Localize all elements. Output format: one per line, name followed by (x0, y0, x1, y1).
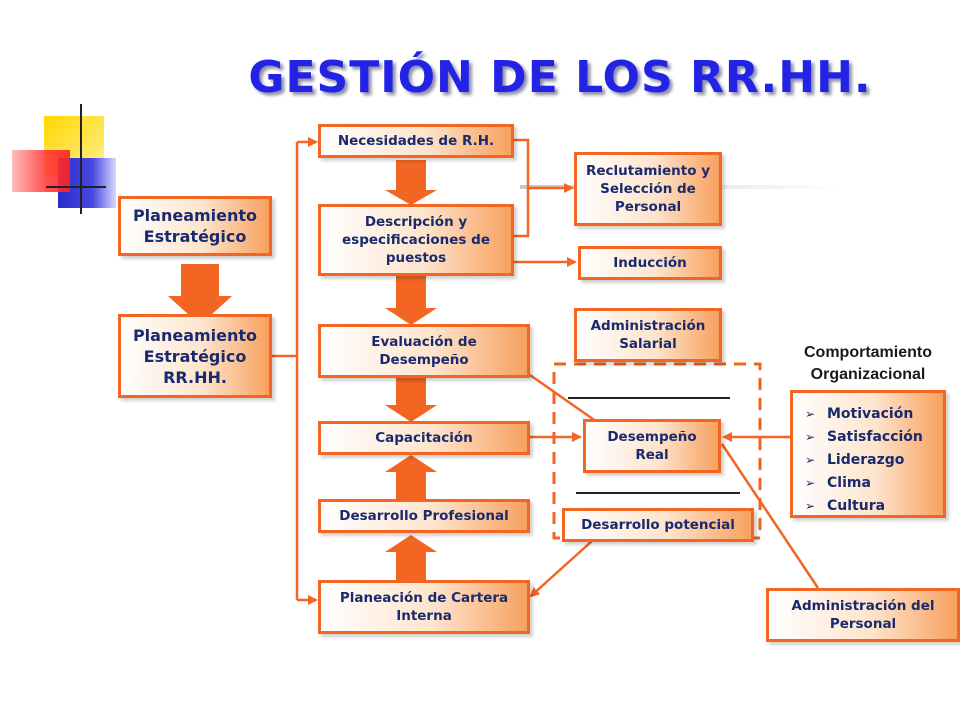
line-evaluation-to-performance (529, 373, 601, 426)
box-performance-evaluation: Evaluación de Desempeño (318, 324, 530, 378)
arrow-needs-to-description (385, 160, 437, 205)
page-title: GESTIÓN DE LOS RR.HH. (248, 52, 872, 103)
box-hr-strategic-planning: Planeamiento Estratégico RR.HH. (118, 314, 272, 398)
arrow-portfolio-to-development (385, 535, 437, 580)
box-induction: Inducción (578, 246, 722, 280)
bracket-to-recruitment (513, 138, 530, 238)
box-hr-needs: Necesidades de R.H. (318, 124, 514, 158)
box-internal-portfolio-planning: Planeación de Cartera Interna (318, 580, 530, 634)
arrow-strategic-down (168, 264, 232, 325)
decor-red-square (12, 150, 70, 192)
line-performance-to-admin (720, 443, 820, 589)
arrow-bullet-icon: ➢ (805, 499, 816, 513)
org-behavior-item: ➢ Clima (805, 472, 935, 495)
arrow-bullet-icon: ➢ (805, 407, 816, 421)
arrow-potential-to-portfolio (529, 540, 593, 598)
decor-vertical-line (80, 104, 82, 214)
org-behavior-item: ➢ Motivación (805, 403, 935, 426)
box-personnel-administration: Administración del Personal (766, 588, 960, 642)
arrow-bullet-icon: ➢ (805, 430, 816, 444)
org-behavior-heading: Comportamiento Organizacional (804, 344, 932, 383)
org-behavior-item-label: Motivación (827, 406, 914, 422)
org-behavior-item: ➢ Satisfacción (805, 426, 935, 449)
org-behavior-item-label: Cultura (827, 498, 886, 514)
arrow-evaluation-to-training (385, 377, 437, 422)
box-strategic-planning: Planeamiento Estratégico (118, 196, 272, 256)
arrow-bullet-icon: ➢ (805, 476, 816, 490)
box-org-behavior-list: ➢ Motivación ➢ Satisfacción ➢ Liderazgo ➢ Clima… (790, 390, 946, 518)
org-behavior-item-label: Clima (827, 475, 871, 491)
arrow-description-to-evaluation (385, 276, 437, 325)
org-behavior-item: ➢ Cultura (805, 495, 935, 518)
org-behavior-item-label: Liderazgo (827, 452, 905, 468)
box-salary-administration: Administración Salarial (574, 308, 722, 362)
box-job-description: Descripción y especificaciones de puesto… (318, 204, 514, 276)
box-recruitment-selection: Reclutamiento y Selección de Personal (574, 152, 722, 226)
decor-horizontal-line (46, 186, 106, 188)
arrow-development-to-training (385, 455, 437, 499)
box-professional-development: Desarrollo Profesional (318, 499, 530, 533)
box-development-potential: Desarrollo potencial (562, 508, 754, 542)
box-real-performance: Desempeño Real (583, 419, 721, 473)
org-behavior-item: ➢ Liderazgo (805, 449, 935, 472)
box-training: Capacitación (318, 421, 530, 455)
org-behavior-item-label: Satisfacción (827, 429, 923, 445)
arrow-bullet-icon: ➢ (805, 453, 816, 467)
